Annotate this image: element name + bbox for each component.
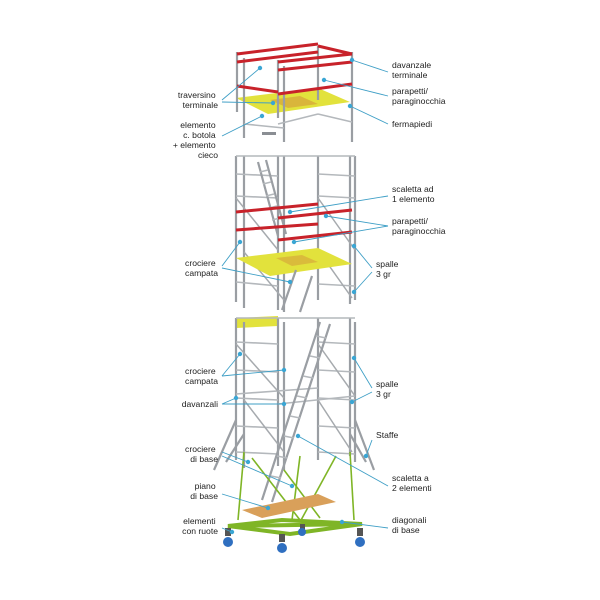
label-parapetti-mid: parapetti/ paraginocchia <box>392 216 446 236</box>
label-davanzale-terminale: davanzale terminale <box>392 60 434 80</box>
lower-top-platform <box>236 316 278 328</box>
label-elementi-ruote: elementi con ruote <box>182 516 218 536</box>
label-scaletta-2: scaletta a 2 elementi <box>392 473 432 493</box>
labels-left: traversino terminale elemento c. botola … <box>173 90 218 536</box>
labels-right: davanzale terminale parapetti/ paraginoc… <box>376 60 446 535</box>
label-crociere-campata-mid: crociere campata <box>185 258 218 278</box>
lower-module <box>212 316 376 553</box>
middle-module <box>234 155 357 313</box>
label-traversino-terminale: traversino terminale <box>178 90 218 110</box>
label-crociere-base: crociere di base <box>185 444 218 464</box>
label-parapetti-top: parapetti/ paraginocchia <box>392 86 446 106</box>
label-davanzali: davanzali <box>182 399 218 409</box>
label-scaletta-1: scaletta ad 1 elemento <box>392 184 436 204</box>
leader-lines <box>221 57 389 535</box>
wheels <box>223 524 365 553</box>
label-staffe: Staffe <box>376 430 399 440</box>
label-crociere-campata-low: crociere campata <box>185 366 218 386</box>
label-spalle-low: spalle 3 gr <box>376 379 401 399</box>
base-deck <box>242 494 336 518</box>
label-spalle-mid: spalle 3 gr <box>376 259 401 279</box>
top-hatch <box>270 96 318 108</box>
label-fermapiedi: fermapiedi <box>392 119 432 129</box>
top-module <box>235 42 354 142</box>
label-diagonali-base: diagonali di base <box>392 515 429 535</box>
label-elemento-botola: elemento c. botola + elemento cieco <box>173 120 218 160</box>
label-piano-base: piano di base <box>190 481 218 501</box>
